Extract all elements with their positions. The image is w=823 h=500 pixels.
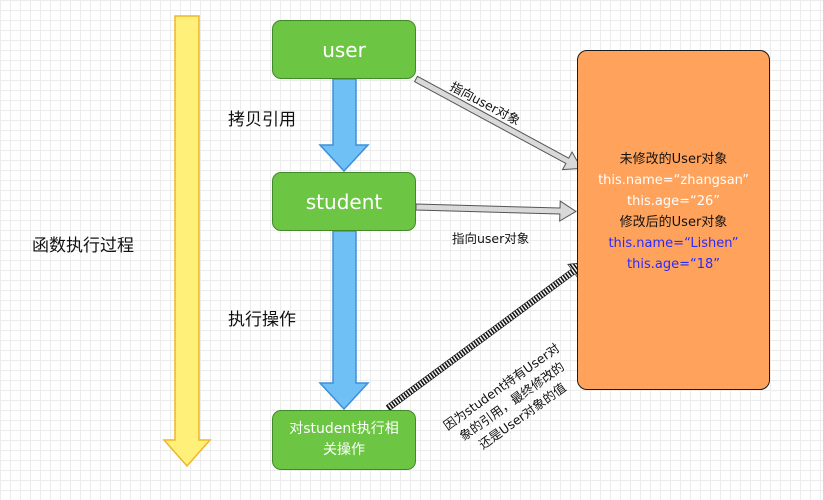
- before-title: 未修改的User对象: [619, 152, 728, 167]
- operation-node: 对student执行相 关操作: [272, 410, 416, 470]
- after-age: this.age=“18”: [627, 257, 720, 272]
- student-node-label: student: [305, 189, 383, 214]
- user-node-label: user: [322, 37, 366, 62]
- after-title: 修改后的User对象: [619, 215, 728, 230]
- copy-ref-label: 拷贝引用: [228, 110, 296, 130]
- operation-node-line2: 关操作: [323, 442, 365, 458]
- user-to-object-arrow: [413, 75, 583, 171]
- operation-node-line1: 对student执行相: [289, 421, 399, 437]
- execute-arrow: [318, 230, 370, 411]
- after-name: this.name=“Lishen”: [608, 236, 739, 251]
- timeline-arrow: [162, 15, 212, 468]
- copy-ref-arrow: [318, 78, 370, 173]
- points-user-label-2: 指向user对象: [452, 231, 530, 246]
- before-age: this.age=“26”: [627, 194, 720, 209]
- student-node: student: [272, 172, 416, 231]
- before-name: this.name=“zhangsan”: [598, 173, 749, 188]
- process-label: 函数执行过程: [32, 236, 134, 256]
- user-object-box: 未修改的User对象 this.name=“zhangsan” this.age…: [577, 50, 770, 390]
- user-node: user: [272, 20, 416, 79]
- execute-label: 执行操作: [228, 310, 296, 330]
- student-to-object-arrow: [415, 200, 577, 222]
